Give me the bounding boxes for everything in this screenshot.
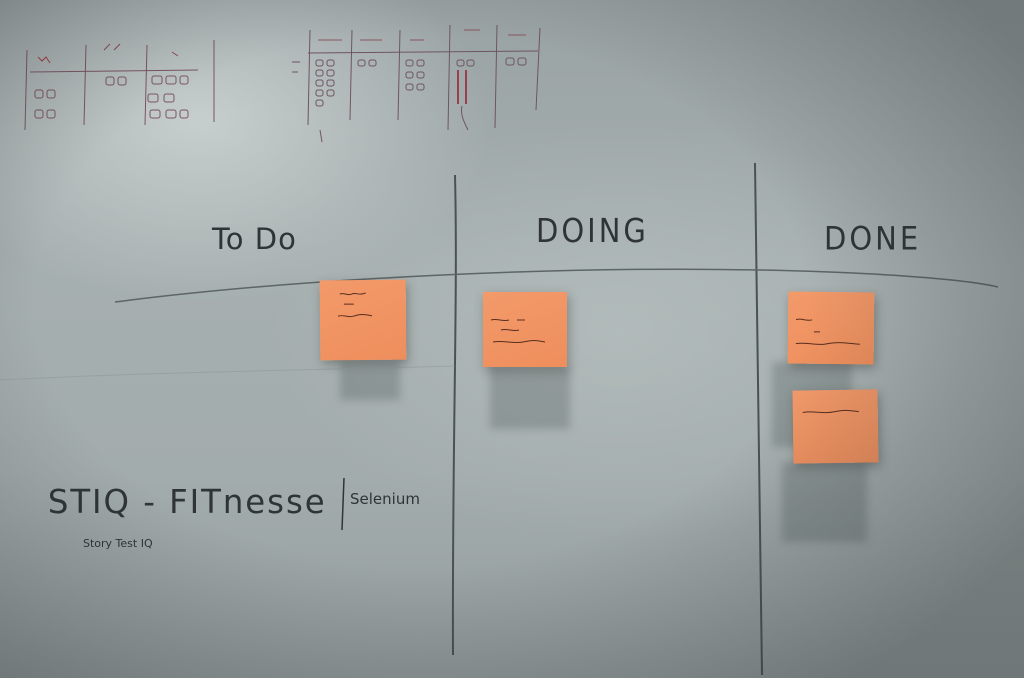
sticky-note-done — [792, 389, 879, 464]
board-footer-side-text: Selenium — [350, 490, 420, 508]
column-divider-line — [451, 174, 457, 656]
tally-table-left — [24, 40, 215, 131]
sticky-note-scribble — [490, 318, 546, 344]
sticky-note-doing — [483, 292, 567, 367]
note-shadow — [490, 367, 570, 429]
tally-table-right — [292, 24, 541, 143]
column-heading-todo: To Do — [212, 222, 297, 256]
board-footer-subtitle: Story Test IQ — [83, 537, 153, 550]
sticky-note-done — [787, 291, 875, 365]
board-footer-title: STIQ - FITnesse — [47, 482, 327, 521]
note-shadow — [782, 462, 867, 542]
sticky-note-todo — [319, 279, 407, 361]
column-heading-done: DONE — [824, 220, 922, 258]
faint-line — [0, 365, 456, 381]
note-shadow — [340, 360, 400, 400]
sticky-note-scribble — [795, 318, 860, 345]
header-divider-line — [114, 268, 999, 303]
sticky-note-scribble — [802, 409, 859, 414]
column-heading-doing: DOING — [536, 211, 649, 251]
sticky-note-scribble — [337, 292, 373, 318]
column-divider-line — [754, 162, 763, 676]
